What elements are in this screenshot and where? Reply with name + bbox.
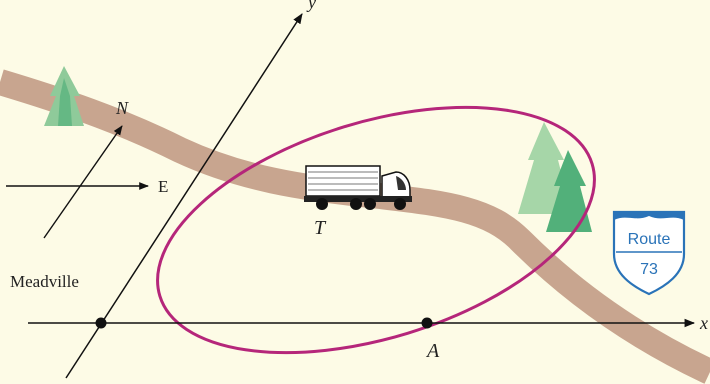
point-a [421,317,433,329]
compass-arrows-icon [6,125,149,239]
tree-icon [546,150,592,232]
town-label: Meadville [10,272,79,291]
point-a-label: A [425,340,440,362]
y-axis [65,13,303,379]
route-shield-icon: Route 73 [612,210,686,296]
origin-point [95,317,107,329]
east-label: E [158,177,168,196]
range-ellipse [156,105,596,355]
truck-icon [304,165,412,210]
route-sign-line1: Route [628,231,671,248]
truck-label: T [314,217,327,239]
route-sign-number: 73 [640,261,658,278]
north-label: N [115,98,129,118]
tree-icon [44,66,84,126]
y-axis-label: y [306,0,316,12]
x-axis-label: x [699,313,708,333]
